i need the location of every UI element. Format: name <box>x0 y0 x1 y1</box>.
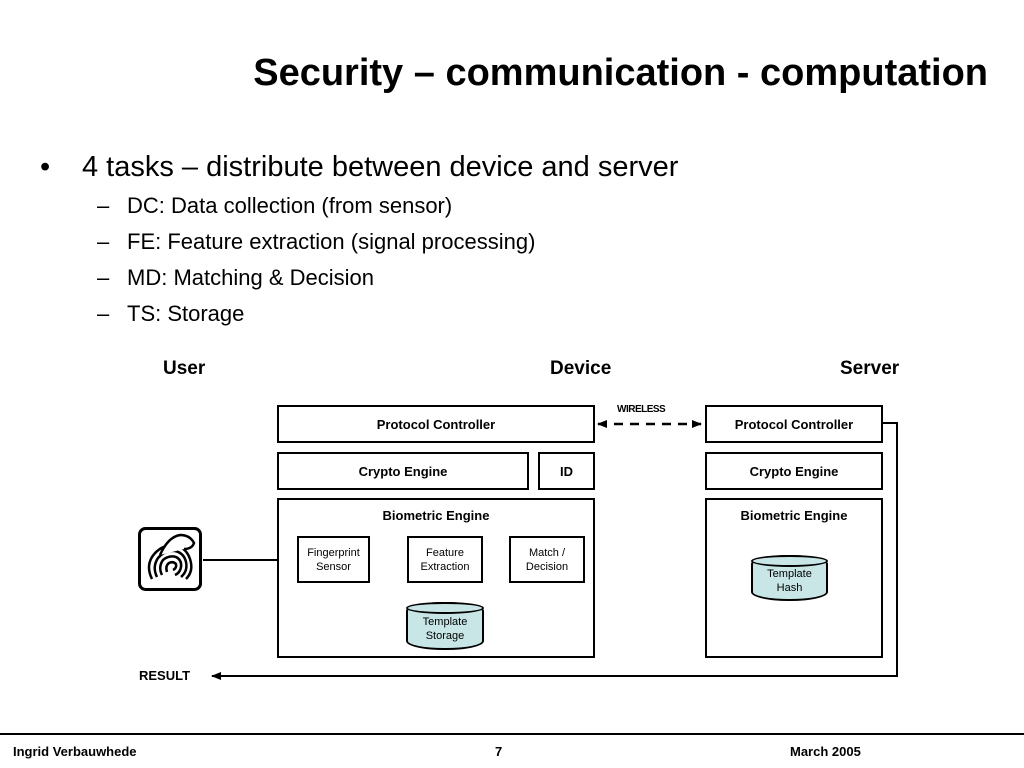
cylinder-label-line: Template <box>422 616 468 628</box>
sub-item-dc: –DC: Data collection (from sensor) <box>40 188 678 224</box>
cylinder-label-line: Storage <box>425 630 465 642</box>
sub-item-text: TS: Storage <box>127 301 245 326</box>
sub-item-md: –MD: Matching & Decision <box>40 260 678 296</box>
box-label-line: Extraction <box>420 560 470 573</box>
sub-item-text: DC: Data collection (from sensor) <box>127 193 453 218</box>
sub-item-text: FE: Feature extraction (signal processin… <box>127 229 536 254</box>
sub-item-text: MD: Matching & Decision <box>127 265 374 290</box>
server-crypto-engine: Crypto Engine <box>705 452 883 490</box>
box-label-line: Fingerprint <box>307 546 360 559</box>
column-label-user: User <box>163 358 206 379</box>
result-label: RESULT <box>139 668 191 683</box>
column-label-server: Server <box>840 358 900 379</box>
device-id-box: ID <box>538 452 595 490</box>
box-label-line: Sensor <box>316 560 351 573</box>
wireless-label: WIRELESS <box>617 404 666 415</box>
footer-page-number: 7 <box>495 744 503 759</box>
biometric-engine-label: Biometric Engine <box>740 508 848 523</box>
footer-author: Ingrid Verbauwhede <box>13 744 137 759</box>
fingerprint-icon <box>138 527 202 591</box>
bullet-text: 4 tasks – distribute between device and … <box>82 151 679 183</box>
sub-dash: – <box>97 265 110 290</box>
bullet-list: • 4 tasks – distribute between device and… <box>40 146 678 332</box>
footer-divider <box>0 733 1024 735</box>
match-decision-box: Match /Decision <box>509 536 585 583</box>
box-label-line: Feature <box>426 546 464 559</box>
cylinder-label-line: Hash <box>776 582 803 594</box>
device-protocol-controller: Protocol Controller <box>277 405 595 443</box>
bullet-dot: • <box>40 151 51 183</box>
device-crypto-engine: Crypto Engine <box>277 452 529 490</box>
cylinder-label-line: Template <box>767 568 812 580</box>
sub-item-ts: –TS: Storage <box>40 296 678 332</box>
sub-item-fe: –FE: Feature extraction (signal processi… <box>40 224 678 260</box>
box-label-line: Match / <box>528 546 566 559</box>
slide-title: Security – communication - computation <box>253 52 988 94</box>
bullet-item: • 4 tasks – distribute between device and… <box>40 146 678 188</box>
server-protocol-controller: Protocol Controller <box>705 405 883 443</box>
box-label-line: Decision <box>525 560 569 573</box>
sub-dash: – <box>97 193 110 218</box>
sub-dash: – <box>97 301 110 326</box>
column-label-device: Device <box>550 358 612 379</box>
footer-date: March 2005 <box>790 744 861 759</box>
sub-dash: – <box>97 229 110 254</box>
biometric-engine-label: Biometric Engine <box>382 508 490 523</box>
